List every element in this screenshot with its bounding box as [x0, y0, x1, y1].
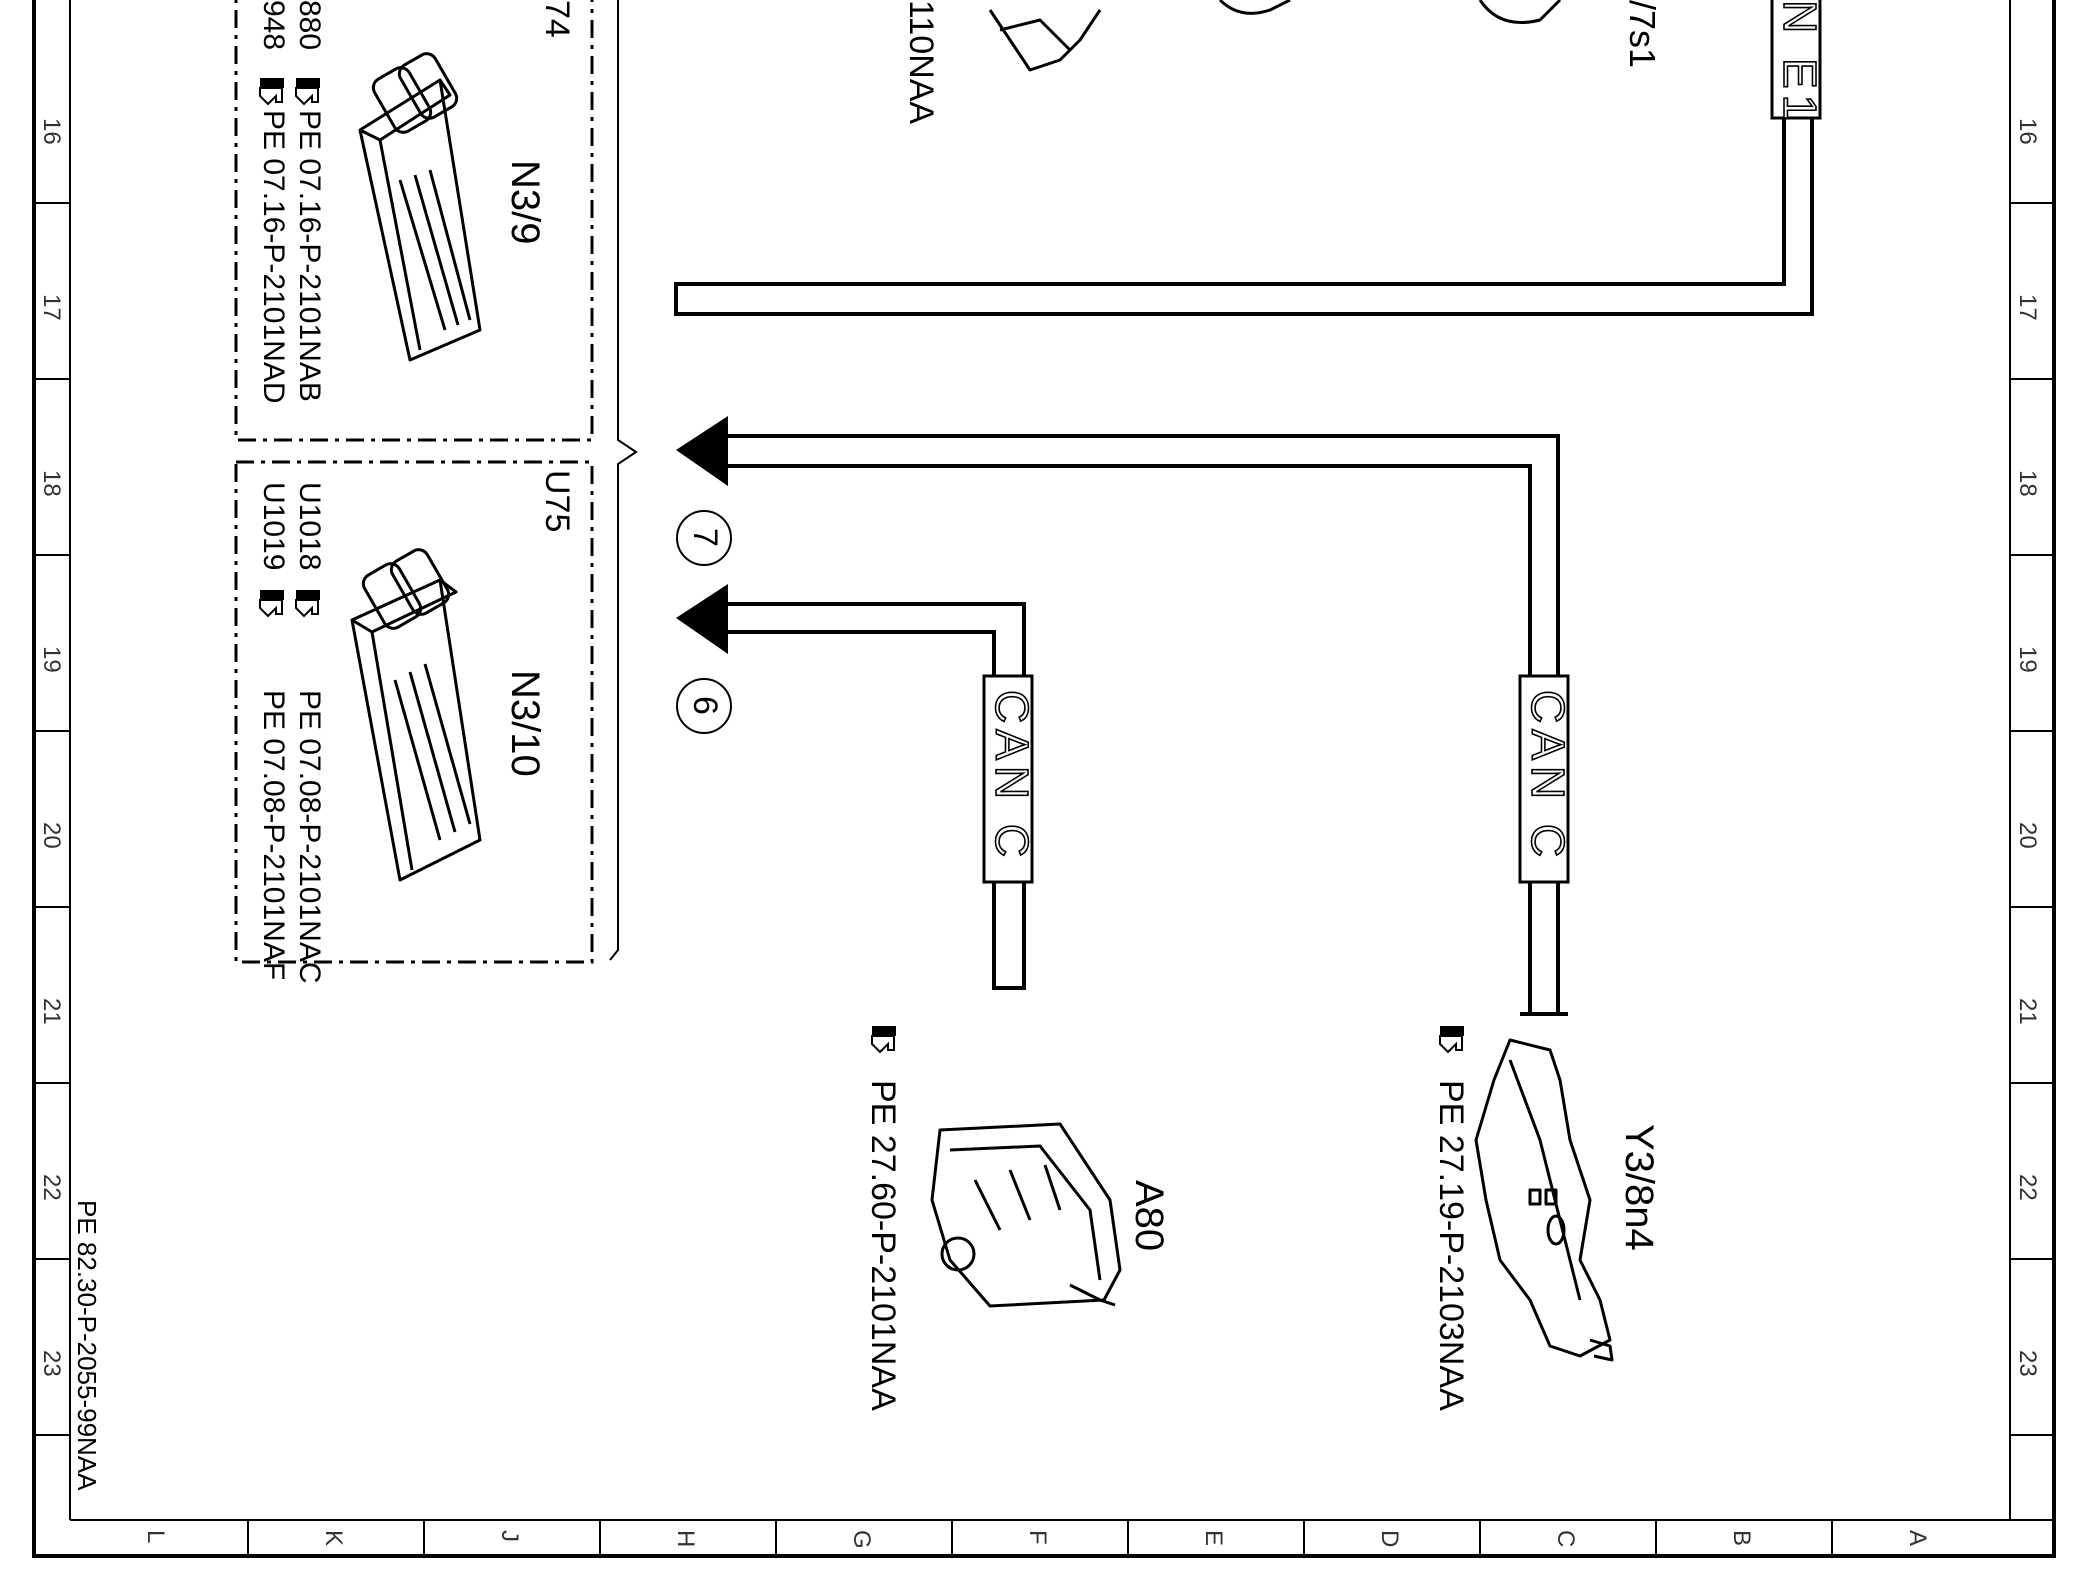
column-letter: G: [848, 1530, 875, 1549]
u75-label: U75: [538, 470, 576, 532]
column-letter: K: [320, 1530, 347, 1546]
a80-module-icon: [930, 1122, 1122, 1308]
top-partial-oval-2: [1478, 0, 1562, 24]
n3-9-ref-2: PE 07.16-P-2101NAD: [257, 110, 290, 404]
hand-pointer-icon: [295, 77, 321, 105]
n3-10-label: N3/10: [503, 670, 547, 777]
column-letters: L K J H G F E D C B A: [142, 1530, 1931, 1549]
y3-8n4-ref: PE 27.19-P-2103NAA: [1432, 1080, 1470, 1411]
row-number: 23: [2014, 1350, 2041, 1377]
column-letter: D: [1376, 1530, 1403, 1547]
n3-9-label: N3/9: [503, 160, 547, 245]
a80-label: A80: [1127, 1180, 1171, 1251]
column-letter: E: [1200, 1530, 1227, 1546]
n3-9-code-1: 880: [293, 0, 326, 50]
top-partial-label: /7s1: [1622, 0, 1663, 68]
row-number: 17: [2014, 294, 2041, 321]
bus-6-end: [992, 986, 1026, 990]
y3-8n4-label: Y3/8n4: [1617, 1124, 1661, 1251]
drawing-id: PE 82.30-P-2055-99NAA: [72, 1200, 102, 1491]
n3-10-ecu-icon: [350, 548, 482, 882]
outer-frame: [32, 0, 2056, 1558]
a80-ref: PE 27.60-P-2101NAA: [864, 1080, 902, 1411]
module-bracket: [609, 0, 638, 961]
row-number: 19: [2014, 646, 2041, 673]
column-letter: F: [1024, 1530, 1051, 1545]
bus-7-arrow: [676, 416, 728, 486]
hand-pointer-icon: [295, 589, 321, 617]
u74-label: 74: [538, 0, 576, 38]
row-number: 22: [38, 1174, 65, 1201]
row-number: 16: [2014, 118, 2041, 145]
hand-pointer-icon: [871, 1025, 897, 1053]
bus-7-end: [1520, 1012, 1568, 1016]
n3-10-code-1: U1018: [293, 482, 326, 570]
column-letter: B: [1728, 1530, 1755, 1546]
top-partial-oval: [1218, 0, 1291, 15]
row-numbers-right: 16 17 18 19 20 21 22 23: [2014, 118, 2041, 1377]
row-number: 18: [2014, 470, 2041, 497]
column-letter: L: [142, 1530, 169, 1543]
n3-9-ecu-icon: [358, 52, 482, 362]
can-c-label-2: CAN C: [1522, 690, 1574, 863]
connector-7-circle: [676, 510, 732, 566]
connector-6-circle: [676, 678, 732, 734]
module-box-u75: [234, 460, 594, 964]
row-number: 22: [2014, 1174, 2041, 1201]
n3-9-ref-1: PE 07.16-P-2101NAB: [293, 110, 326, 402]
connector-6-label: 6: [686, 696, 724, 715]
n3-10-ref-1: PE 07.08-P-2101NAC: [293, 690, 326, 984]
bus-7-wire-outer: [724, 464, 1532, 1012]
can-c-label-1: CAN C: [986, 690, 1038, 863]
module-box-u74: [234, 0, 594, 442]
n3-10-code-2: U1019: [257, 482, 290, 570]
y3-8n4-valve-body-icon: [1474, 1038, 1614, 1362]
row-number: 20: [38, 822, 65, 849]
bus-6-wire-outer: [724, 630, 996, 988]
n3-10-ref-2: PE 07.08-P-2101NAF: [257, 690, 290, 980]
row-number: 21: [2014, 998, 2041, 1025]
row-number: 18: [38, 470, 65, 497]
row-number: 23: [38, 1350, 65, 1377]
bus-6-arrow: [676, 584, 728, 654]
bus-7-wire-inner: [724, 434, 1560, 1012]
top-partial-part-icon: [988, 9, 1102, 72]
top-bus-box: [1770, 0, 1822, 120]
hand-pointer-icon: [259, 77, 285, 105]
can-c-box-2: [1518, 674, 1570, 884]
row-number: 16: [38, 118, 65, 145]
column-letter: A: [1904, 1530, 1931, 1546]
column-letter: C: [1552, 1530, 1579, 1547]
hand-pointer-icon: [259, 589, 285, 617]
row-numbers-left: 16 17 18 19 20 21 22 23: [38, 118, 65, 1377]
row-ticks: [34, 202, 2054, 1436]
row-number: 20: [2014, 822, 2041, 849]
row-number: 21: [38, 998, 65, 1025]
row-number: 19: [38, 646, 65, 673]
column-letter: H: [672, 1530, 699, 1547]
can-c-box-1: [982, 674, 1034, 884]
column-letter: J: [496, 1530, 523, 1542]
column-ticks: [247, 1520, 1833, 1556]
connector-7-label: 7: [686, 528, 724, 547]
top-bus-label: N E1: [1774, 0, 1826, 126]
top-bus-wire: [674, 118, 1814, 316]
bus-6-wire-inner: [724, 602, 1026, 988]
top-partial-ref: 110NAA: [902, 0, 940, 124]
row-number: 17: [38, 294, 65, 321]
hand-pointer-icon: [1439, 1025, 1465, 1053]
n3-9-code-2: 948: [257, 0, 290, 50]
